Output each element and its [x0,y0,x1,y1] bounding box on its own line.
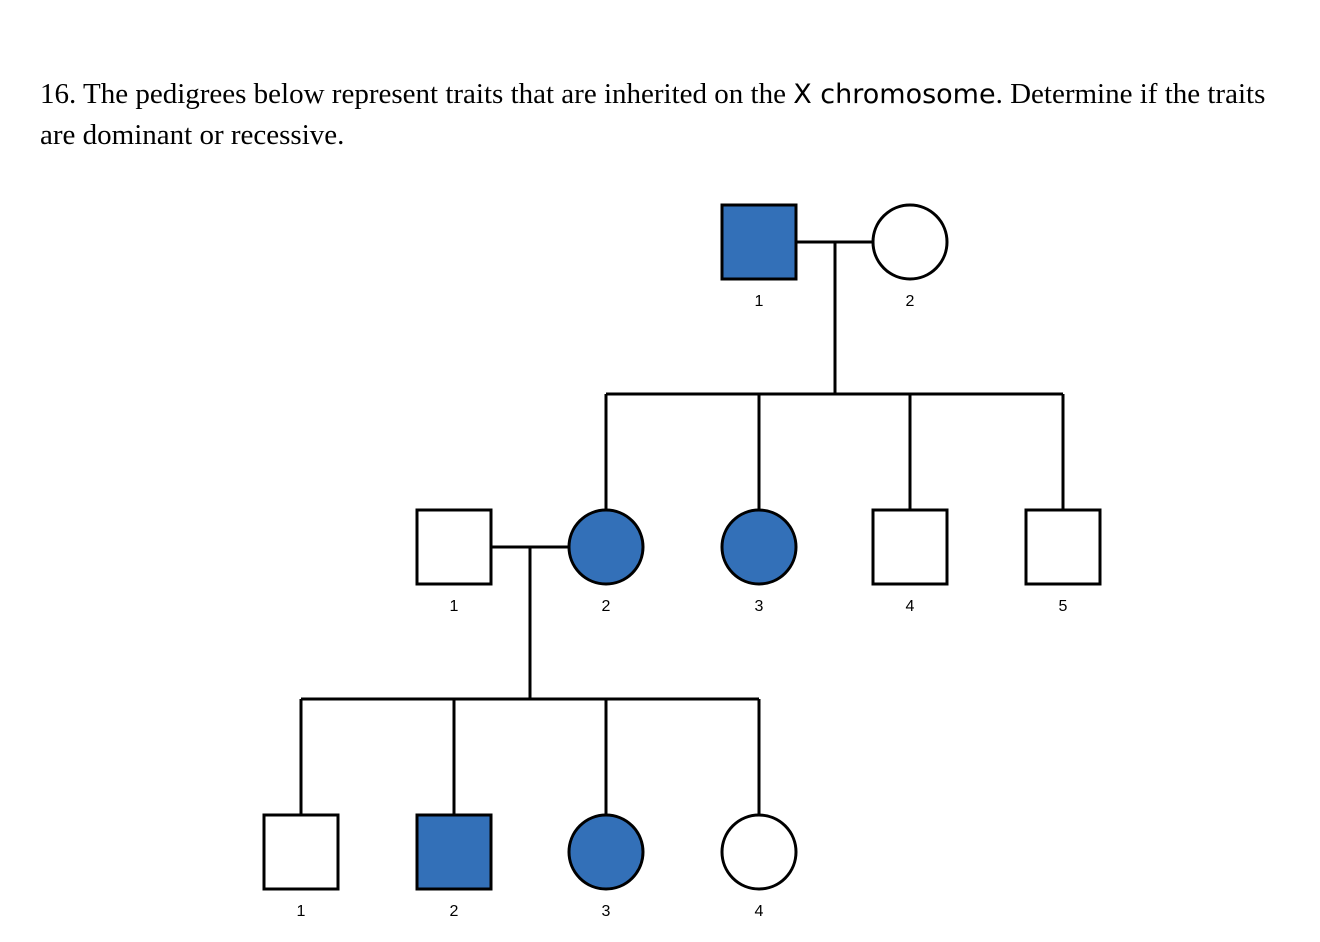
unaffected-male-symbol [415,508,493,586]
question-highlight-term: X chromosome [793,79,996,110]
question-text-before: The pedigrees below represent traits tha… [82,78,786,110]
pedigree-lines [299,240,1065,815]
individual-label: 3 [755,598,764,615]
individual-label: 4 [755,903,764,920]
individual-label: 2 [906,293,915,310]
individual-label: 5 [1059,598,1068,615]
individual-label: 4 [906,598,915,615]
affected-female-symbol [720,508,798,586]
unaffected-female-symbol [720,813,798,891]
question-number: 16. [40,78,77,110]
individual-label: 1 [755,293,764,310]
affected-female-symbol [567,813,645,891]
affected-male-symbol [415,813,493,891]
individual-label: 1 [450,598,459,615]
individual-label: 2 [450,903,459,920]
unaffected-male-symbol [871,508,949,586]
question-text: 16. The pedigrees below represent traits… [40,74,1290,155]
individual-label: 2 [602,598,611,615]
individual-label: 1 [297,903,306,920]
individual-label: 3 [602,903,611,920]
unaffected-male-symbol [262,813,340,891]
unaffected-female-symbol [871,203,949,281]
question-text-after: . Determine if the traits are dominant o… [40,78,1266,151]
unaffected-male-symbol [1024,508,1102,586]
affected-male-symbol [720,203,798,281]
pedigree-individuals: 1 2 1 2 3 4 5 1 2 3 4 [262,203,1102,920]
affected-female-symbol [567,508,645,586]
